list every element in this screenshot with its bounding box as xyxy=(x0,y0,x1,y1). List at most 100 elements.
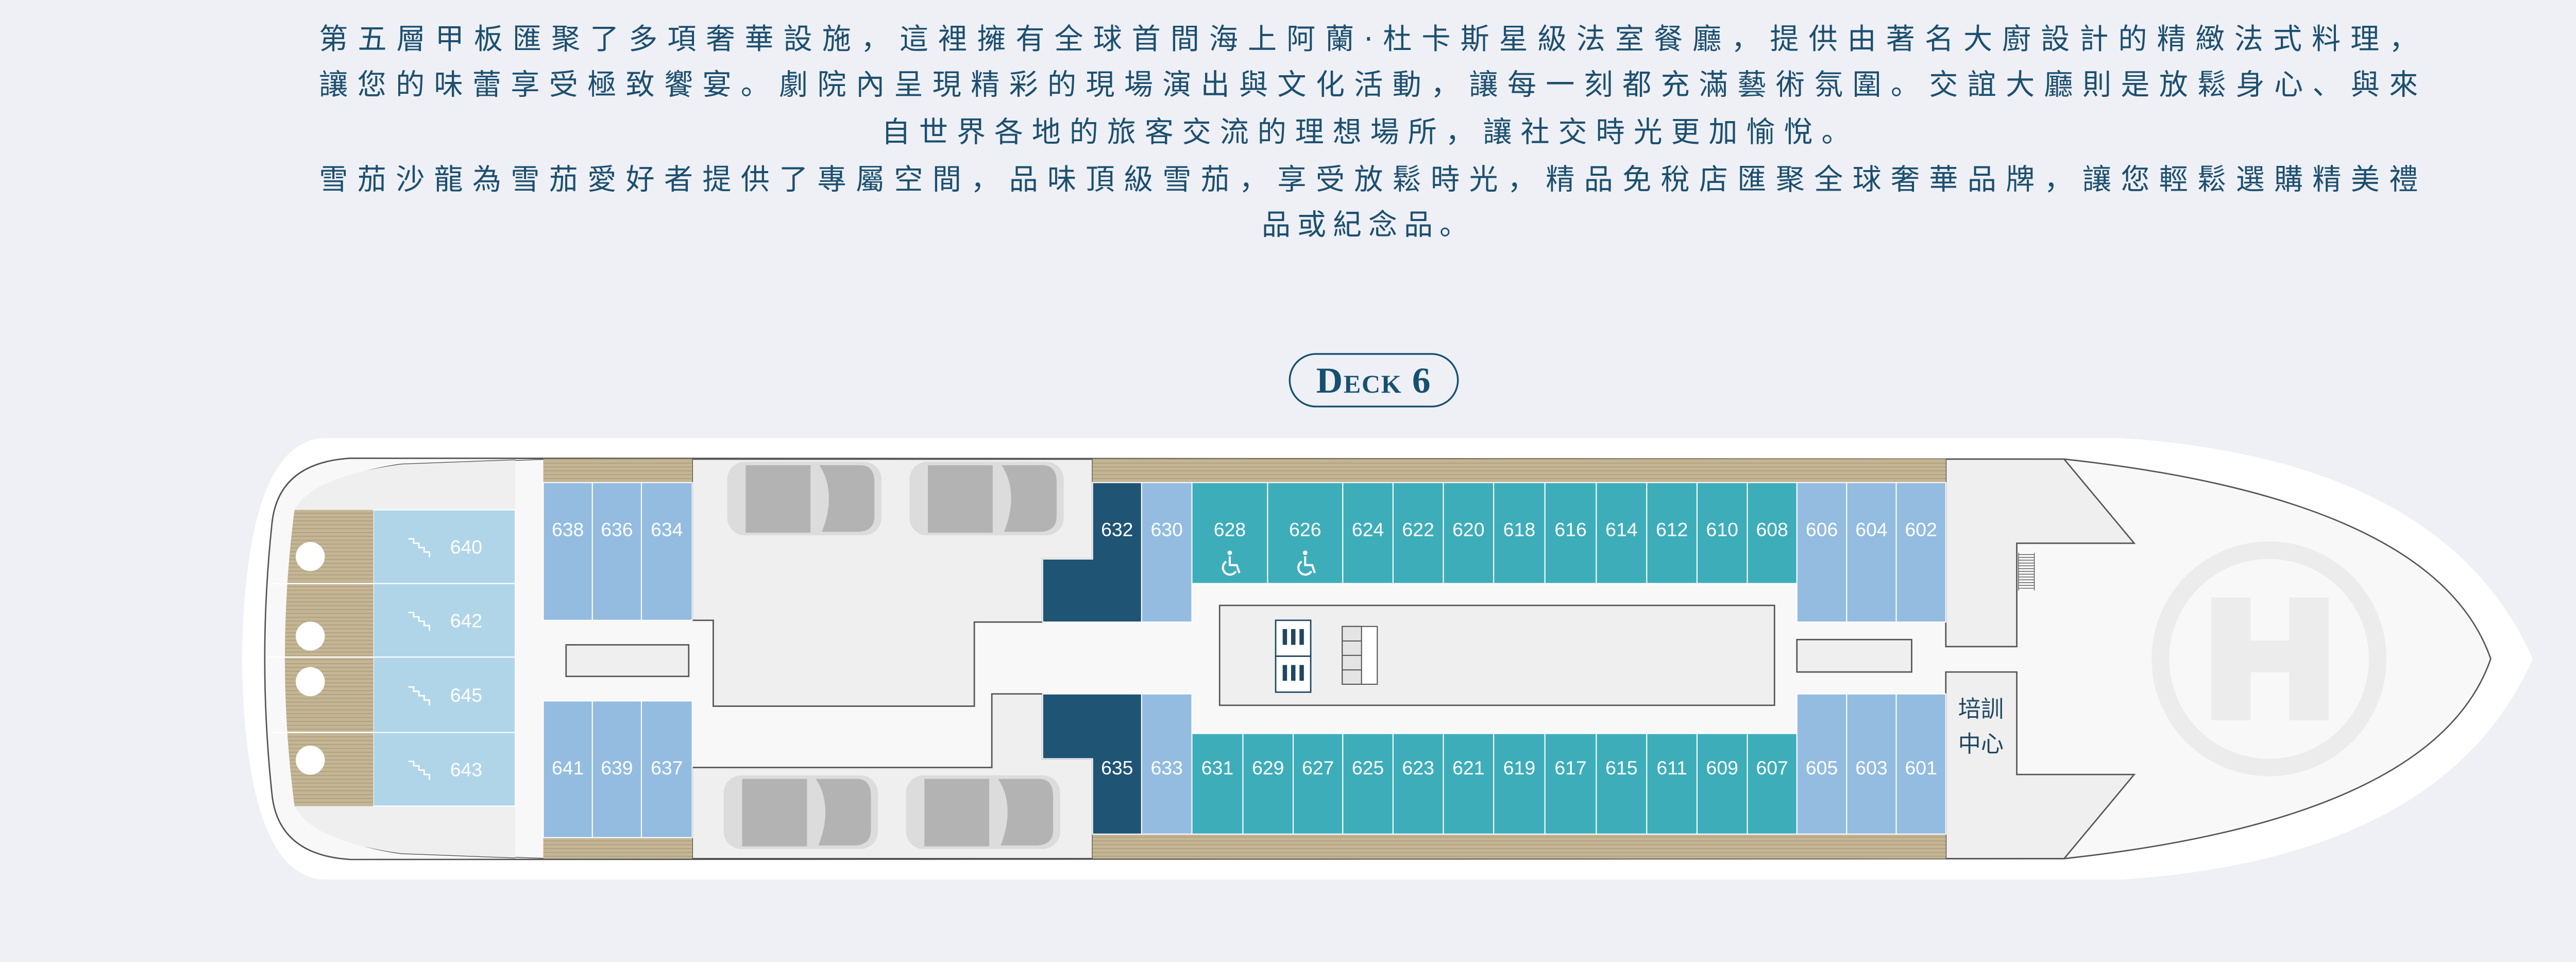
hot-tub-icon xyxy=(296,621,325,651)
room-number: 614 xyxy=(1605,519,1637,541)
room-number: 629 xyxy=(1252,757,1284,779)
stateroom-620[interactable] xyxy=(1443,482,1495,584)
intro-line: 自世界各地的旅客交流的理想場所，讓社交時光更加愉悅。 xyxy=(882,115,1851,149)
stateroom-630[interactable] xyxy=(1141,482,1193,623)
stateroom-607[interactable] xyxy=(1747,733,1798,835)
deck-badge: Deck 6 xyxy=(1289,353,1459,408)
room-number: 606 xyxy=(1806,519,1838,541)
stateroom-631[interactable] xyxy=(1191,733,1244,835)
car-icon xyxy=(727,462,882,535)
room-number: 630 xyxy=(1151,519,1183,541)
stateroom-634[interactable] xyxy=(640,482,693,621)
room-number: 618 xyxy=(1503,519,1535,541)
stateroom-615[interactable] xyxy=(1596,733,1648,835)
stateroom-617[interactable] xyxy=(1544,733,1597,835)
room-number: 628 xyxy=(1214,519,1246,541)
suite-642[interactable] xyxy=(372,583,516,658)
hot-tub-icon xyxy=(296,746,325,775)
balcony-strip xyxy=(1092,834,1946,859)
stateroom-612[interactable] xyxy=(1646,482,1698,584)
room-number: 607 xyxy=(1756,757,1788,779)
stateroom-605[interactable] xyxy=(1796,693,1848,835)
aft-upper-area xyxy=(294,459,544,510)
stateroom-608[interactable] xyxy=(1747,482,1798,584)
room-number: 622 xyxy=(1402,519,1434,541)
stateroom-602[interactable] xyxy=(1895,482,1946,623)
intro-line: 品或紀念品。 xyxy=(1262,209,1468,242)
stateroom-641[interactable] xyxy=(543,700,593,838)
intro-line: 雪茄沙龍為雪茄愛好者提供了專屬空間，品味頂級雪茄，享受放鬆時光，精品免稅店匯聚全… xyxy=(319,163,2418,196)
stateroom-606[interactable] xyxy=(1796,482,1848,623)
suite-640[interactable] xyxy=(372,509,516,584)
room-number: 627 xyxy=(1302,757,1334,779)
stateroom-626[interactable] xyxy=(1267,482,1344,584)
room-number: 610 xyxy=(1706,519,1738,541)
intro-line: 第五層甲板匯聚了多項奢華設施，這裡擁有全球首間海上阿蘭·杜卡斯星級法室餐廳，提供… xyxy=(319,23,2418,56)
room-number: 604 xyxy=(1855,519,1887,541)
balcony-strip xyxy=(1092,459,1946,483)
car-icon xyxy=(723,775,878,849)
stateroom-609[interactable] xyxy=(1696,733,1748,835)
stateroom-624[interactable] xyxy=(1342,482,1394,584)
stateroom-629[interactable] xyxy=(1242,733,1294,835)
room-number: 602 xyxy=(1905,519,1937,541)
stairs-icon xyxy=(1342,626,1378,685)
room-number: 609 xyxy=(1706,757,1738,779)
suite-643[interactable] xyxy=(372,732,516,807)
suite-645[interactable] xyxy=(372,656,516,733)
stateroom-623[interactable] xyxy=(1392,733,1444,835)
stateroom-625[interactable] xyxy=(1342,733,1394,835)
room-number: 638 xyxy=(552,519,584,541)
room-number: 626 xyxy=(1289,519,1321,541)
intro-line: 讓您的味蕾享受極致饗宴。劇院內呈現精彩的現場演出與文化活動，讓每一刻都充滿藝術氛… xyxy=(319,69,2418,102)
stateroom-637[interactable] xyxy=(640,700,693,838)
room-number: 637 xyxy=(651,757,683,779)
stateroom-601[interactable] xyxy=(1895,693,1946,835)
room-number: 632 xyxy=(1101,519,1133,541)
center-atrium xyxy=(1218,604,1775,706)
car-icon xyxy=(906,775,1060,849)
room-number: 642 xyxy=(450,610,482,631)
training-center-label: 中心 xyxy=(1958,731,2004,757)
stateroom-638[interactable] xyxy=(543,482,593,621)
stateroom-614[interactable] xyxy=(1596,482,1648,584)
stateroom-611[interactable] xyxy=(1646,733,1698,835)
intro-paragraph: 第五層甲板匯聚了多項奢華設施，這裡擁有全球首間海上阿蘭·杜卡斯星級法室餐廳，提供… xyxy=(319,23,2418,242)
steps-icon xyxy=(408,686,430,705)
steps-icon xyxy=(408,538,430,558)
deck-title: Deck 6 xyxy=(1316,360,1432,401)
stateroom-627[interactable] xyxy=(1293,733,1344,835)
room-number: 603 xyxy=(1855,757,1887,779)
room-number: 639 xyxy=(601,757,633,779)
stateroom-604[interactable] xyxy=(1846,482,1897,623)
room-number: 616 xyxy=(1554,519,1586,541)
room-number: 605 xyxy=(1806,757,1838,779)
stateroom-603[interactable] xyxy=(1846,693,1897,835)
stateroom-636[interactable] xyxy=(591,482,642,621)
aft-lower-area xyxy=(294,806,544,859)
stateroom-619[interactable] xyxy=(1493,733,1546,835)
stateroom-616[interactable] xyxy=(1544,482,1597,584)
balcony-strip xyxy=(543,837,692,859)
stateroom-610[interactable] xyxy=(1696,482,1748,584)
room-number: 625 xyxy=(1352,757,1384,779)
stateroom-633[interactable] xyxy=(1141,693,1193,835)
room-number: 636 xyxy=(601,519,633,541)
balconies xyxy=(543,459,1946,859)
hot-tub-icon xyxy=(296,667,325,697)
training-center-label: 培訓 xyxy=(1958,696,2004,722)
room-number: 635 xyxy=(1101,757,1133,779)
stateroom-621[interactable] xyxy=(1443,733,1495,835)
stateroom-618[interactable] xyxy=(1493,482,1546,584)
room-number: 615 xyxy=(1605,757,1637,779)
room-number: 645 xyxy=(450,684,482,706)
forward-upper-area xyxy=(1945,458,2136,648)
room-number: 643 xyxy=(450,759,482,781)
stern-deck xyxy=(268,510,374,806)
car-icon xyxy=(909,462,1064,535)
stateroom-628[interactable] xyxy=(1191,482,1268,584)
room-number: 612 xyxy=(1656,519,1688,541)
room-number: 633 xyxy=(1151,757,1183,779)
